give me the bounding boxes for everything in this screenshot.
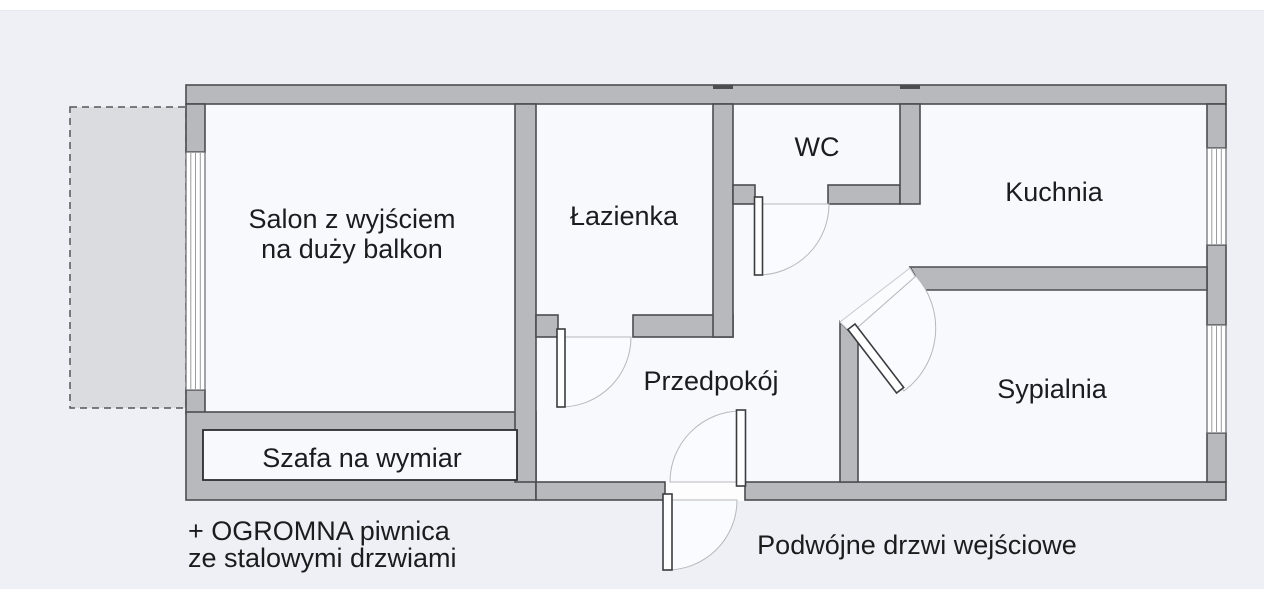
wall-wc-kitchen — [899, 103, 921, 205]
room-label-sypialnia: Sypialnia — [997, 374, 1108, 404]
bottom-white-strip — [0, 589, 1264, 600]
door-leaves — [556, 196, 905, 571]
entrance-inner-door-leaf — [735, 409, 747, 487]
label-wardrobe: Szafa na wymiar — [262, 443, 462, 473]
entrance-outer-door-swing — [666, 499, 738, 571]
bedroom-door-leaf — [846, 322, 905, 395]
room-label-lazienka: Łazienka — [570, 201, 679, 231]
entrance-inner-door-swing — [669, 410, 742, 483]
wardrobe-niche — [202, 429, 518, 481]
balcony-area — [69, 106, 187, 409]
room-label-wc: WC — [795, 132, 840, 162]
annotation-basement-line1: + OGROMNA piwnica — [188, 516, 451, 546]
door-swings — [560, 203, 937, 571]
room-label-salon-line1: Salon z wyjściem — [248, 204, 455, 234]
room-label-salon-line2: na duży balkon — [261, 234, 443, 264]
wall-wc-south-left — [732, 184, 756, 205]
wall-exterior-left-upper — [185, 103, 206, 153]
wall-exterior-right-top — [1206, 103, 1227, 149]
annotation-entrance-doors: Podwójne drzwi wejściowe — [757, 530, 1077, 560]
wall-salon-east — [514, 103, 537, 483]
wall-junction-tick-2 — [900, 85, 920, 89]
wall-wc-south-right — [827, 184, 901, 205]
top-white-strip — [0, 0, 1264, 11]
wall-exterior-bottom-left — [535, 481, 666, 501]
entrance-opening — [666, 481, 744, 501]
room-label-przedpokoj: Przedpokój — [643, 366, 778, 396]
wall-hall-bedroom — [839, 320, 859, 483]
bathroom-door-leaf — [556, 328, 566, 408]
wall-bathroom-south-left — [535, 314, 559, 338]
wall-exterior-bottom-right — [744, 481, 1227, 501]
wc-door-swing — [757, 203, 830, 276]
entrance-outer-door-leaf — [662, 493, 673, 571]
wall-exterior-right-mid — [1206, 244, 1227, 326]
wc-door-leaf — [753, 196, 764, 276]
annotation-basement-line2: ze stalowymi drzwiami — [188, 543, 457, 573]
wall-exterior-top — [185, 84, 1227, 105]
bedroom-door-swing — [856, 275, 937, 392]
wall-exterior-left-lower — [185, 389, 206, 415]
bathroom-door-swing — [560, 336, 632, 408]
room-label-kuchnia: Kuchnia — [1005, 177, 1104, 207]
wall-kitchen-bedroom — [908, 266, 1208, 291]
labels: Salon z wyjściem na duży balkon Łazienka… — [188, 132, 1108, 573]
wall-junction-tick-1 — [713, 85, 733, 89]
wall-exterior-right-bottom — [1206, 432, 1227, 483]
windows — [185, 147, 1227, 434]
wall-bathroom-east — [712, 103, 734, 338]
